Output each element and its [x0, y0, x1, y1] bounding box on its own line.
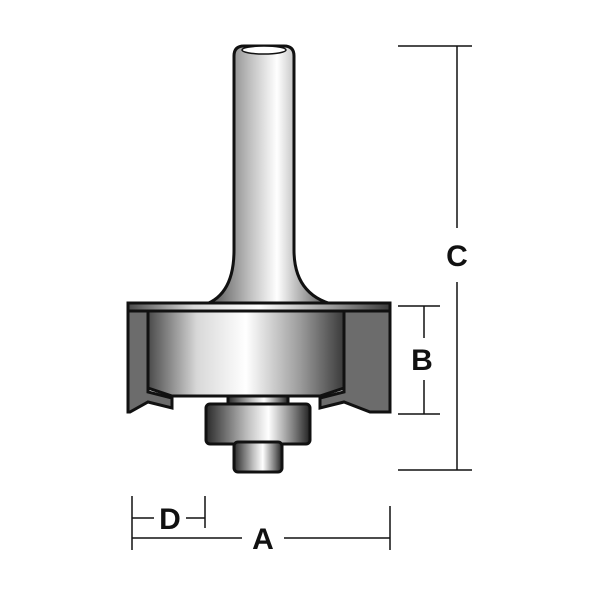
dimension-b-label: B [411, 344, 433, 377]
dimension-a [131, 496, 391, 550]
shank-top-cap [241, 45, 287, 55]
shank [199, 44, 341, 308]
dimension-d-label: D [159, 503, 181, 536]
bolt [232, 440, 284, 474]
shank-body [199, 44, 341, 308]
cutter-body [146, 309, 346, 398]
dimension-b [398, 305, 440, 415]
dimension-a-label: A [252, 523, 274, 556]
bearing-assembly [204, 394, 312, 474]
dimension-c-label: C [446, 240, 468, 273]
dimension-c [398, 45, 472, 471]
bearing [204, 402, 312, 446]
cutter-head [126, 301, 392, 414]
dimension-d [132, 496, 206, 528]
